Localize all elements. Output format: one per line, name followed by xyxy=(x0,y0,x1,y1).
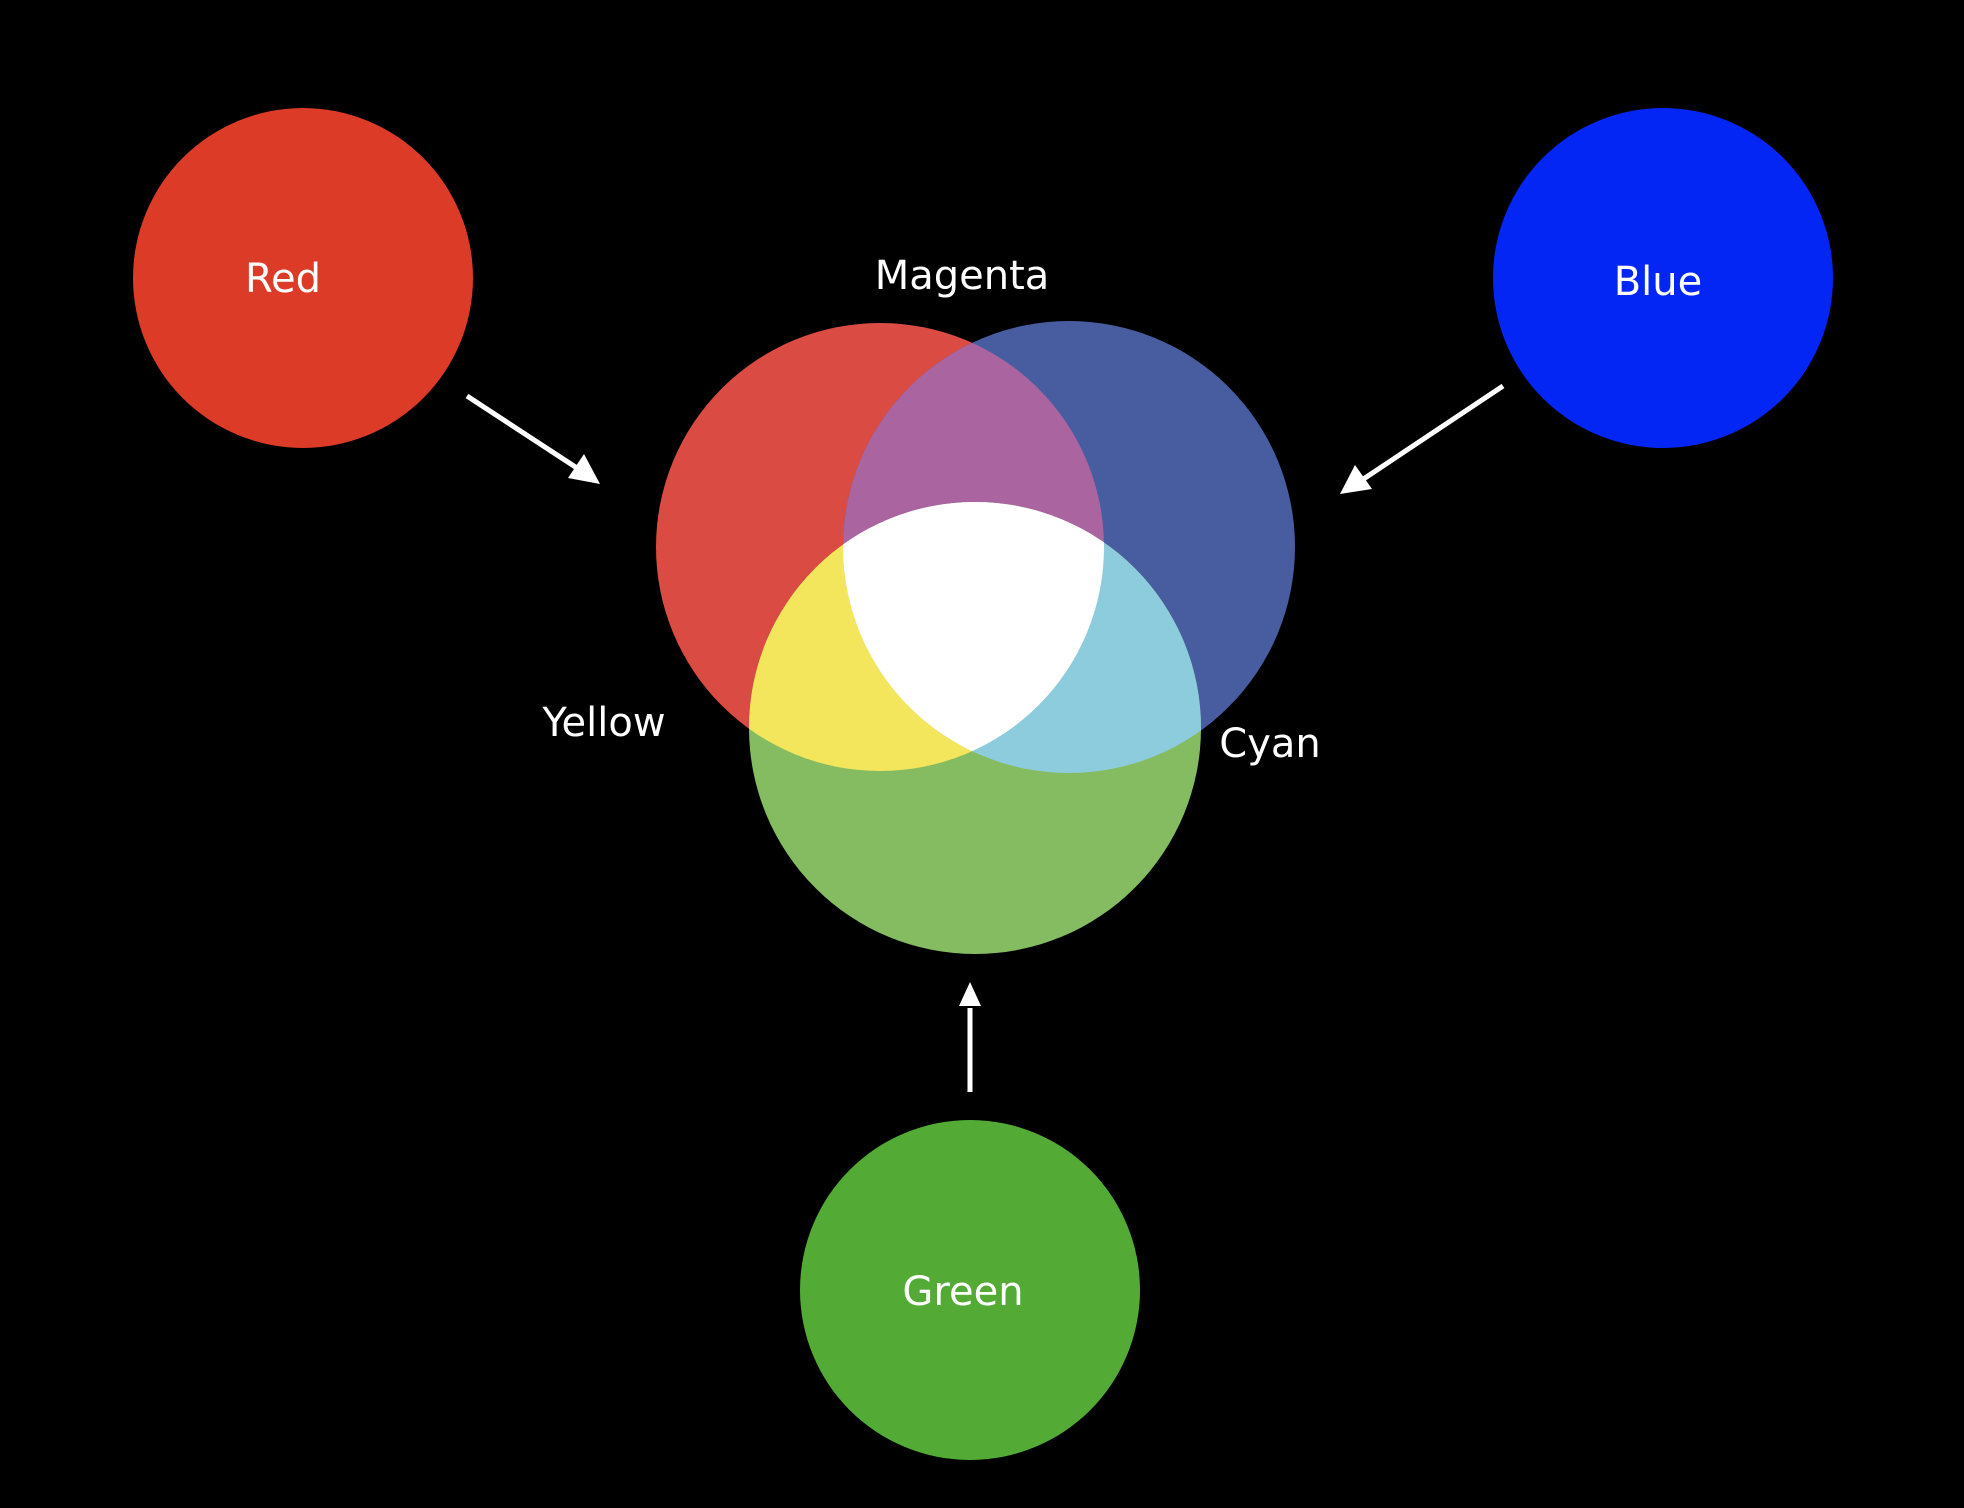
arrow-red-to-mix xyxy=(465,393,600,484)
label-magenta: Magenta xyxy=(875,253,1050,299)
source-label-blue: Blue xyxy=(1614,259,1703,305)
source-circle-blue xyxy=(1493,108,1833,448)
arrow-blue-to-mix xyxy=(1340,383,1505,494)
label-cyan: Cyan xyxy=(1219,721,1320,767)
source-circle-green xyxy=(800,1120,1140,1460)
label-yellow: Yellow xyxy=(541,700,665,746)
source-label-green: Green xyxy=(902,1269,1023,1315)
arrow-green-to-mix xyxy=(959,982,981,1092)
source-label-red: Red xyxy=(245,256,321,302)
source-circle-red xyxy=(133,108,473,448)
overlap-white xyxy=(843,502,1104,771)
